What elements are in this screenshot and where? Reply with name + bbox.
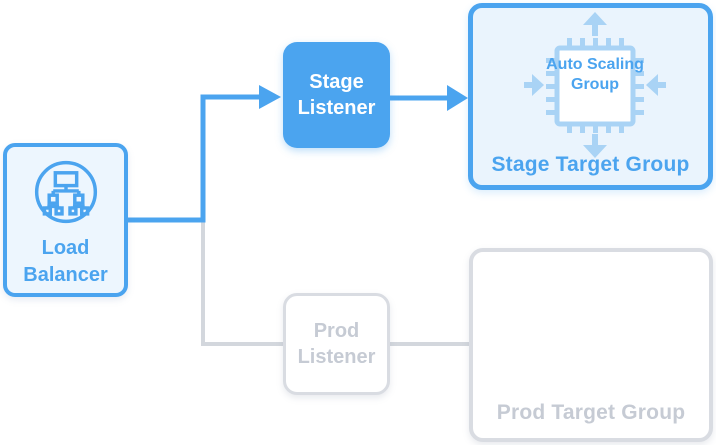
- node-label: Load Balancer: [23, 236, 108, 286]
- node-load-balancer: Load Balancer: [3, 143, 128, 297]
- node-prod-target-group: Prod Target Group: [469, 248, 713, 442]
- arrowhead-icon: [447, 85, 468, 111]
- chip-body: [554, 45, 636, 127]
- scale-in-right-arrow-icon: [646, 74, 666, 96]
- load-balancer-icon: [34, 160, 97, 223]
- auto-scaling-group-icon: [524, 12, 666, 158]
- edge-load-balancer-to-stage-listener: [128, 85, 281, 223]
- node-label: Prod Target Group: [496, 401, 686, 424]
- node-label: Stage Listener: [297, 71, 376, 119]
- auto-scaling-group-label: Auto Scaling Group: [546, 56, 644, 93]
- node-label: Prod Listener: [297, 320, 376, 368]
- scale-up-arrow-icon: [583, 12, 607, 36]
- scale-in-left-arrow-icon: [524, 74, 544, 96]
- edge-stage-listener-to-stage-target-group: [390, 85, 468, 111]
- edge-load-balancer-to-prod-listener: [201, 218, 283, 346]
- node-stage-target-group: Auto Scaling Group Stage Target Group: [468, 3, 713, 190]
- node-label: Stage Target Group: [491, 153, 690, 176]
- node-prod-listener: Prod Listener: [283, 293, 390, 395]
- arrowhead-icon: [259, 85, 281, 109]
- scale-down-arrow-icon: [583, 134, 607, 158]
- chip-pins: [546, 38, 644, 133]
- node-stage-listener: Stage Listener: [283, 42, 390, 148]
